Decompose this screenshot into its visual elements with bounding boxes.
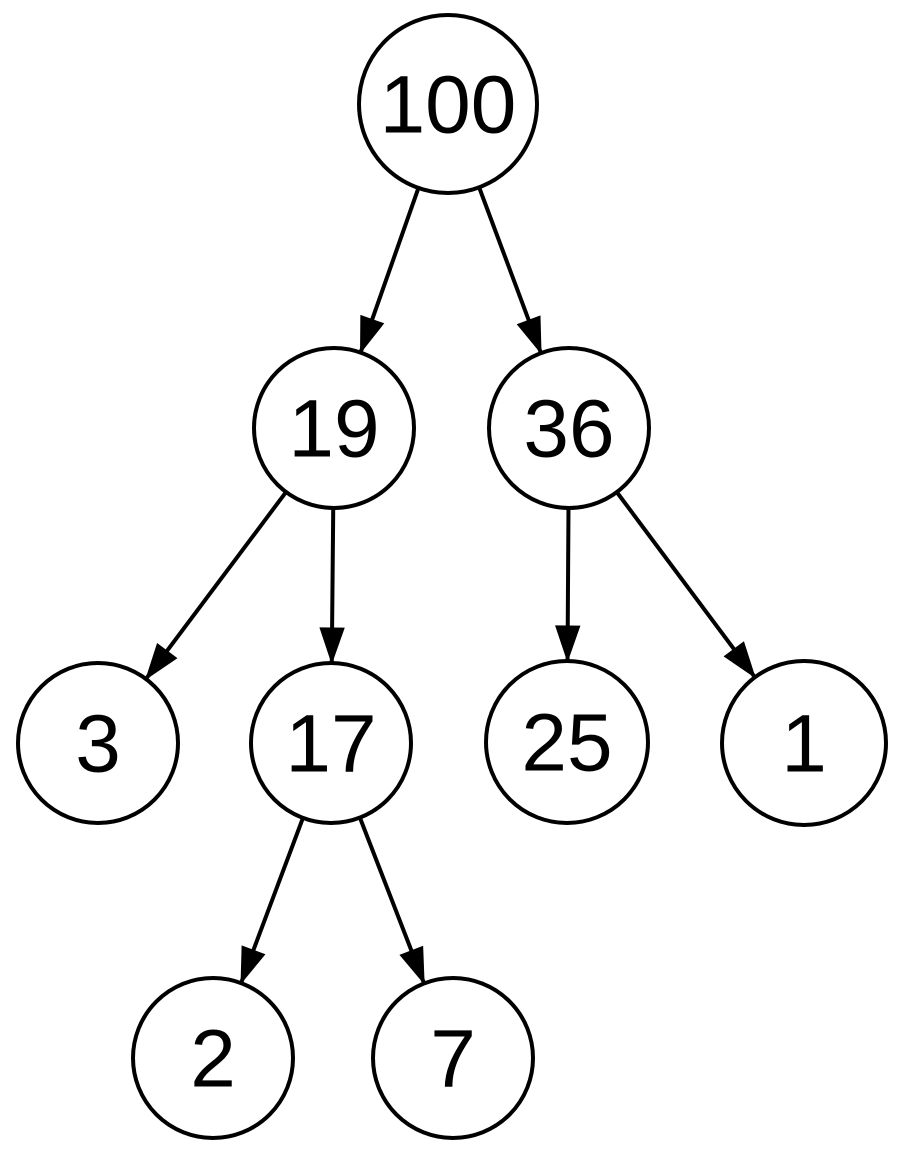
edge-17-2 xyxy=(239,817,305,985)
tree-node-7: 7 xyxy=(371,976,535,1140)
node-label: 2 xyxy=(190,1014,236,1105)
node-label: 19 xyxy=(288,384,379,475)
tree-node-100: 100 xyxy=(357,13,539,195)
node-circle xyxy=(357,13,539,195)
edge-layer xyxy=(144,186,757,985)
node-circle xyxy=(16,661,180,825)
edge-19-17 xyxy=(319,507,345,665)
node-circle xyxy=(484,659,650,825)
edge-19-3 xyxy=(144,490,288,681)
node-circle xyxy=(131,976,295,1140)
edge-100-36 xyxy=(477,186,543,355)
node-label: 36 xyxy=(523,384,614,475)
node-circle xyxy=(720,659,888,827)
node-label: 3 xyxy=(75,699,121,790)
tree-node-36: 36 xyxy=(487,346,651,510)
node-circle xyxy=(371,976,535,1140)
node-label: 1 xyxy=(781,699,827,790)
node-circle xyxy=(252,346,416,510)
tree-node-25: 25 xyxy=(484,659,650,825)
node-layer: 100 19 36 3 17 25 1 2 7 xyxy=(16,13,888,1140)
edge-36-25 xyxy=(555,507,581,663)
edge-100-19 xyxy=(358,187,421,354)
tree-node-1: 1 xyxy=(720,659,888,827)
tree-node-19: 19 xyxy=(252,346,416,510)
node-label: 7 xyxy=(430,1014,476,1105)
node-circle xyxy=(249,661,413,825)
node-label: 17 xyxy=(285,699,376,790)
node-label: 100 xyxy=(380,60,517,151)
edge-36-1 xyxy=(615,490,757,679)
edge-17-7 xyxy=(358,816,426,985)
tree-node-3: 3 xyxy=(16,661,180,825)
node-circle xyxy=(487,346,651,510)
tree-node-17: 17 xyxy=(249,661,413,825)
node-label: 25 xyxy=(521,698,612,789)
tree-node-2: 2 xyxy=(131,976,295,1140)
